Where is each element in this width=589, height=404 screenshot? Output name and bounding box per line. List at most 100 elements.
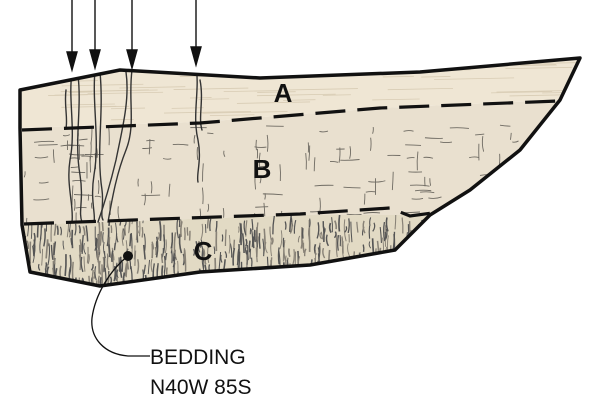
fracture-tick [514,160,515,179]
bedding-stroke [425,237,427,258]
bedding-stroke [388,256,390,275]
bedding-stroke [358,278,359,290]
bedding-stroke [73,262,74,279]
bedding-stroke [409,282,410,297]
bedding-stroke [340,278,341,285]
fracture-tick [485,215,501,216]
downward-arrow [90,0,100,68]
bedding-stroke [162,254,163,263]
bedding-stroke [206,277,207,289]
fracture-tick [478,191,479,203]
bedding-stroke [386,274,387,293]
streak [31,65,89,66]
bedding-stroke [219,277,220,286]
bedding-stroke [26,271,28,287]
bedding-stroke [390,268,391,277]
bedding-stroke [404,261,405,274]
zone-label-b: B [253,154,272,184]
bedding-stroke [421,278,422,293]
bedding-stroke [367,271,368,280]
bedding-stroke [312,269,314,276]
fracture-tick [478,201,491,202]
bedding-stroke [163,278,164,290]
bedding-stroke [214,280,215,290]
bedding-stroke [29,272,30,289]
bedding-stroke [91,277,92,295]
bedding-stroke [258,281,260,295]
bedding-stroke [423,274,424,286]
bedding-stroke [222,235,223,242]
bedding-stroke [367,272,368,280]
bedding-stroke [362,263,363,273]
bedding-stroke [331,268,332,279]
bedding-stroke [389,259,390,266]
bedding-stroke [346,264,347,273]
bedding-stroke [410,253,411,262]
fracture-tick [445,215,458,216]
bedding-stroke [310,277,311,286]
bedding-stroke [198,272,199,294]
bedding-stroke [247,280,249,293]
bedding-stroke [321,273,322,283]
zone-label-a: A [274,78,293,108]
bedding-stroke [23,266,24,280]
bedding-stroke [214,246,215,254]
bedding-stroke [346,269,348,276]
bedding-stroke [359,280,360,290]
bedding-stroke [130,234,131,246]
bedding-stroke [234,279,235,287]
zone-label-c: C [194,236,213,266]
bedding-stroke [228,281,229,289]
bedding-stroke [131,233,132,248]
bedding-stroke [328,278,329,295]
callout-line-1: BEDDING [150,346,246,369]
bedding-stroke [422,226,423,246]
bedding-stroke [68,281,69,298]
downward-arrows [67,0,201,70]
bedding-stroke [79,278,80,293]
streak [195,61,240,62]
bedding-stroke [378,276,379,293]
bedding-stroke [289,249,290,257]
bedding-stroke [425,238,426,259]
bedding-stroke [372,267,373,275]
bedding-stroke [339,215,340,232]
bedding-stroke [432,224,433,239]
bedding-stroke [257,274,258,285]
bedding-stroke [126,264,127,277]
bedding-stroke [393,272,394,284]
bedding-stroke [299,273,300,292]
bedding-stroke [303,243,304,253]
callout-line-2: N40W 85S [150,376,252,399]
bedding-stroke [340,262,341,282]
bedding-stroke [157,241,158,248]
bedding-stroke [367,277,368,299]
bedding-stroke [205,274,206,290]
bedding-stroke [421,245,422,257]
bedding-stroke [225,229,226,245]
bedding-stroke [103,232,104,242]
bedding-stroke [379,248,380,263]
bedding-stroke [321,264,322,280]
bedding-stroke [417,275,418,292]
bedding-stroke [370,263,371,273]
bedding-stroke [205,224,206,233]
bedding-stroke [345,261,347,280]
fracture-tick [516,169,534,170]
bedding-stroke [259,233,260,249]
bedding-stroke [413,275,415,290]
bedding-stroke [408,242,409,252]
downward-arrow [67,0,77,70]
bedding-stroke [398,255,399,271]
bedding-stroke [381,282,382,291]
bedding-stroke [299,270,301,290]
streak [428,60,480,61]
bedding-stroke [427,269,429,281]
bedding-stroke [355,261,356,283]
bedding-stroke [389,278,390,286]
bedding-stroke [65,254,66,276]
bedding-stroke [226,279,227,295]
bedding-stroke [323,282,324,291]
bedding-stroke [285,222,286,230]
